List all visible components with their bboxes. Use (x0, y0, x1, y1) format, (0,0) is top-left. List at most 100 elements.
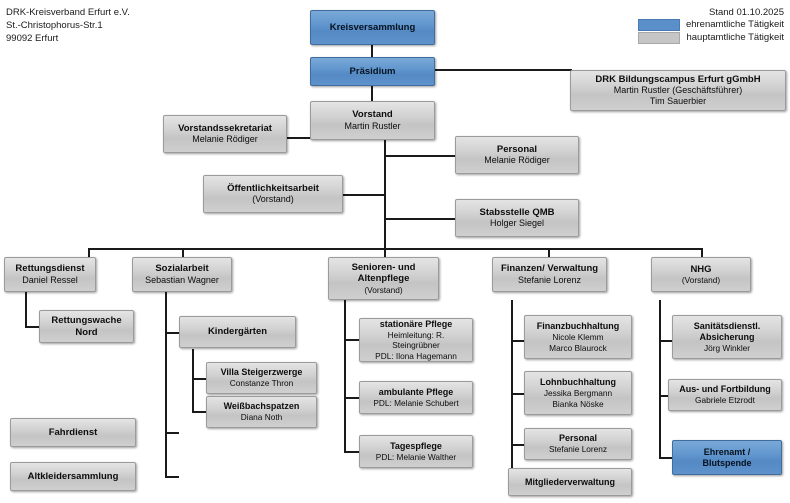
connector-vorstand-oeffentlichkeitsarbeit (342, 194, 386, 196)
node-sub1: PDL: Melanie Schubert (373, 397, 459, 408)
node-nhg[interactable]: NHG (Vorstand) (651, 257, 751, 292)
node-sub2: Tim Sauerbier (649, 96, 707, 107)
connector-senioren-tagespflege (344, 451, 360, 453)
connector-drop-senioren (384, 248, 386, 258)
node-sub1: Constanze Thron (229, 378, 294, 389)
connector-vorstand-spine (384, 138, 386, 263)
connector-finanzen-fibu (511, 340, 525, 342)
node-title: Mitgliederverwaltung (524, 476, 615, 487)
node-stabsstelle-qmb[interactable]: Stabsstelle QMB Holger Siegel (455, 199, 579, 237)
connector-sozialarbeit-altkleider (165, 476, 179, 478)
node-title: Kreisversammlung (329, 21, 416, 33)
node-sub2: PDL: Ilona Hagemann (375, 350, 457, 361)
node-title: DRK Bildungscampus Erfurt gGmbH (595, 73, 761, 85)
node-title: Tagespflege (390, 440, 442, 451)
connector-finanzen-spine (511, 300, 513, 483)
node-sozialarbeit[interactable]: Sozialarbeit Sebastian Wagner (132, 257, 232, 292)
connector-drop-nhg (701, 248, 703, 258)
node-sub1: Stefanie Lorenz (548, 444, 608, 455)
node-title: Lohnbuchhaltung (540, 377, 616, 387)
node-vorstand[interactable]: Vorstand Martin Rustler (310, 101, 435, 140)
node-sub1: Nicole Klemm (552, 332, 604, 342)
node-sanitaetsdienstl-absicherung[interactable]: Sanitätsdienstl. Absicherung Jörg Winkle… (672, 315, 782, 359)
node-praesidium[interactable]: Präsidium (310, 57, 435, 86)
connector-vorstand-personal (384, 155, 456, 157)
node-bildungscampus[interactable]: DRK Bildungscampus Erfurt gGmbH Martin R… (570, 70, 786, 111)
node-stationaere-pflege[interactable]: stationäre Pflege Heimleitung: R. Steing… (359, 318, 473, 362)
node-rettungsdienst[interactable]: Rettungsdienst Daniel Ressel (4, 257, 96, 292)
node-personal-vorstand[interactable]: Personal Melanie Rödiger (455, 136, 579, 174)
node-sub1: Jessika Bergmann (543, 388, 613, 398)
connector-finanzen-lohn (511, 393, 525, 395)
node-sub1: (Vorstand) (681, 275, 721, 285)
node-fahrdienst[interactable]: Fahrdienst (10, 418, 136, 447)
connector-sozialarbeit-kindergaerten (165, 332, 179, 334)
node-sub2: Marco Blaurock (549, 342, 607, 353)
connector-kindergaerten-weissbach (192, 411, 206, 413)
node-title: Rettungswache (51, 315, 122, 326)
node-finanzen-verwaltung[interactable]: Finanzen/ Verwaltung Stefanie Lorenz (492, 257, 607, 292)
node-mitgliederverwaltung[interactable]: Mitgliederverwaltung (508, 468, 632, 496)
connector-drop-finanzen (548, 248, 550, 258)
node-finanzbuchhaltung[interactable]: Finanzbuchhaltung Nicole Klemm Marco Bla… (524, 315, 632, 359)
node-vorstandssekretariat[interactable]: Vorstandssekretariat Melanie Rödiger (163, 115, 287, 153)
connector-sozialarbeit-spine (165, 292, 167, 477)
connector-rettungsdienst-wache (25, 326, 39, 328)
node-aus-und-fortbildung[interactable]: Aus- und Fortbildung Gabriele Etzrodt (668, 379, 782, 411)
node-altkleidersammlung[interactable]: Altkleidersammlung (10, 462, 136, 491)
node-title-line2: Nord (75, 326, 98, 338)
connector-vorstand-sekretariat (286, 137, 312, 139)
node-ehrenamt-blutspende[interactable]: Ehrenamt / Blutspende (672, 440, 782, 475)
node-title: Finanzen/ Verwaltung (500, 263, 599, 275)
node-title: Öffentlichkeitsarbeit (227, 182, 319, 194)
node-sub1: Jörg Winkler (703, 342, 751, 353)
node-personal-finanzen[interactable]: Personal Stefanie Lorenz (524, 428, 632, 460)
node-title: Rettungsdienst (15, 263, 85, 275)
node-senioren-altenpflege[interactable]: Senioren- und Altenpflege (Vorstand) (328, 257, 439, 300)
node-ambulante-pflege[interactable]: ambulante Pflege PDL: Melanie Schubert (359, 381, 473, 414)
org-address: DRK-Kreisverband Erfurt e.V. St.-Christo… (6, 7, 130, 44)
node-sub1: PDL: Melanie Walther (375, 451, 457, 462)
node-title: Sanitätsdienstl. (693, 320, 761, 331)
node-tagespflege[interactable]: Tagespflege PDL: Melanie Walther (359, 435, 473, 468)
connector-nhg-spine (659, 300, 661, 458)
node-sub1: Martin Rustler (Geschäftsführer) (613, 85, 743, 96)
connector-praesidium-vorstand (371, 84, 373, 101)
node-lohnbuchhaltung[interactable]: Lohnbuchhaltung Jessika Bergmann Bianka … (524, 371, 632, 415)
node-oeffentlichkeitsarbeit[interactable]: Öffentlichkeitsarbeit (Vorstand) (203, 175, 343, 213)
node-sub1: (Vorstand) (364, 284, 403, 295)
legend-item-staff: hauptamtliche Tätigkeit (638, 32, 784, 44)
node-title: Ehrenamt / (703, 446, 751, 457)
connector-senioren-stationaer (344, 339, 360, 341)
node-title: Kindergärten (207, 326, 268, 338)
node-title-line2: Absicherung (699, 331, 755, 342)
connector-sozialarbeit-fahrdienst (165, 432, 179, 434)
node-weissbachspatzen[interactable]: Weißbachspatzen Diana Noth (206, 396, 317, 428)
node-sub1: Martin Rustler (344, 120, 401, 131)
node-title-line2: Altenpflege (357, 273, 410, 285)
connector-nhg-ehrenamt (659, 457, 673, 459)
node-title: Altkleidersammlung (27, 470, 119, 482)
legend-swatch-grey (638, 32, 681, 44)
node-kreisversammlung[interactable]: Kreisversammlung (310, 10, 435, 45)
connector-vorstand-qmb (384, 218, 456, 220)
connector-kindergaerten-spine (192, 349, 194, 412)
node-kindergaerten[interactable]: Kindergärten (179, 316, 296, 348)
node-title: Personal (496, 143, 538, 155)
node-title: Finanzbuchhaltung (536, 321, 620, 331)
node-title: ambulante Pflege (378, 386, 454, 397)
node-sub1: Stefanie Lorenz (517, 274, 582, 285)
node-rettungswache-nord[interactable]: Rettungswache Nord (39, 310, 134, 343)
connector-finanzen-personal (511, 444, 525, 446)
node-title: NHG (690, 263, 712, 275)
connector-kindergaerten-villa (192, 378, 206, 380)
node-title: Stabsstelle QMB (479, 206, 555, 218)
node-sub2: Bianka Nöske (552, 398, 604, 409)
node-title: Aus- und Fortbildung (679, 384, 771, 395)
node-title: Vorstandssekretariat (178, 122, 272, 134)
node-title: Fahrdienst (48, 426, 98, 438)
node-sub1: Sebastian Wagner (145, 274, 219, 285)
node-villa-steigerzwerge[interactable]: Villa Steigerzwerge Constanze Thron (206, 362, 317, 394)
legend-swatch-blue (637, 19, 680, 31)
